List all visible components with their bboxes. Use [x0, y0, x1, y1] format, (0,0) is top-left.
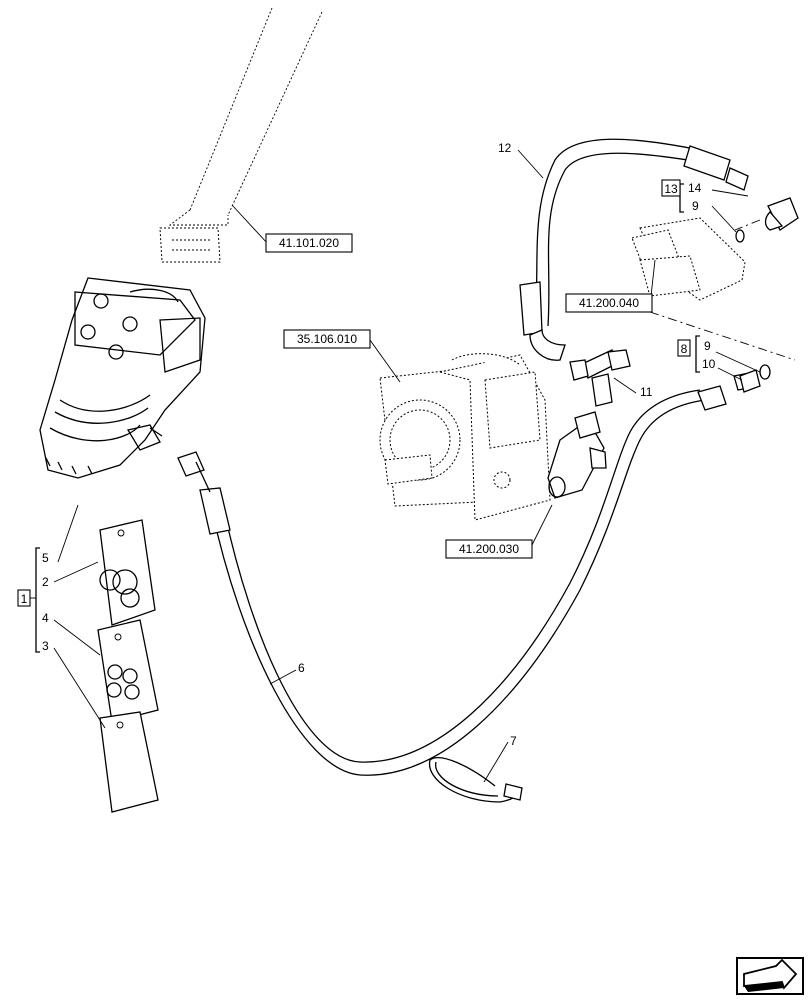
svg-text:41.200.040: 41.200.040 — [579, 296, 639, 310]
callout-14: 14 — [688, 181, 702, 195]
callout-6: 6 — [298, 661, 305, 675]
o-ring-9-lower — [759, 364, 771, 380]
svg-text:35.106.010: 35.106.010 — [297, 332, 357, 346]
ref-box-41-200-040[interactable]: 41.200.040 — [565, 293, 653, 313]
callout-box-1: 1 — [17, 589, 31, 607]
seal-kit-bag — [99, 519, 156, 626]
tee-fitting-11 — [569, 349, 631, 407]
elbow-fitting-14 — [764, 197, 799, 231]
svg-text:1: 1 — [21, 592, 28, 606]
hydraulic-pump-ghost — [379, 353, 551, 521]
callout-box-8: 8 — [677, 339, 691, 357]
callout-11: 11 — [640, 385, 653, 399]
steering-unit — [39, 277, 206, 479]
steering-column-ghost — [159, 7, 323, 263]
next-page-arrow-icon[interactable] — [736, 957, 804, 995]
svg-text:8: 8 — [681, 342, 688, 356]
callout-5: 5 — [42, 551, 49, 565]
pump-outlet-elbow — [547, 411, 607, 499]
o-ring-9-upper — [735, 229, 745, 243]
callout-7: 7 — [510, 734, 517, 748]
svg-text:41.200.030: 41.200.030 — [459, 542, 519, 556]
ref-box-35-106-010[interactable]: 35.106.010 — [283, 329, 371, 349]
svg-text:13: 13 — [664, 182, 678, 196]
hose-clamp-7 — [428, 757, 523, 803]
fitting-kit-bag — [97, 619, 159, 723]
callout-10: 10 — [702, 357, 716, 371]
hose-12 — [519, 138, 749, 361]
empty-kit-bag — [99, 711, 159, 813]
ref-box-41-200-030[interactable]: 41.200.030 — [445, 539, 533, 559]
adapter-fitting-10 — [739, 369, 761, 393]
callout-3: 3 — [42, 639, 49, 653]
svg-text:41.101.020: 41.101.020 — [279, 236, 339, 250]
ref-box-41-101-020[interactable]: 41.101.020 — [265, 233, 353, 253]
callout-12: 12 — [498, 141, 512, 155]
callout-9-upper: 9 — [692, 199, 699, 213]
callout-2: 2 — [42, 575, 49, 589]
kit-bracket — [30, 504, 106, 729]
callout-9-lower: 9 — [704, 339, 711, 353]
callout-4: 4 — [42, 611, 49, 625]
callout-box-13: 13 — [661, 179, 681, 197]
valve-block-ghost — [631, 217, 746, 301]
